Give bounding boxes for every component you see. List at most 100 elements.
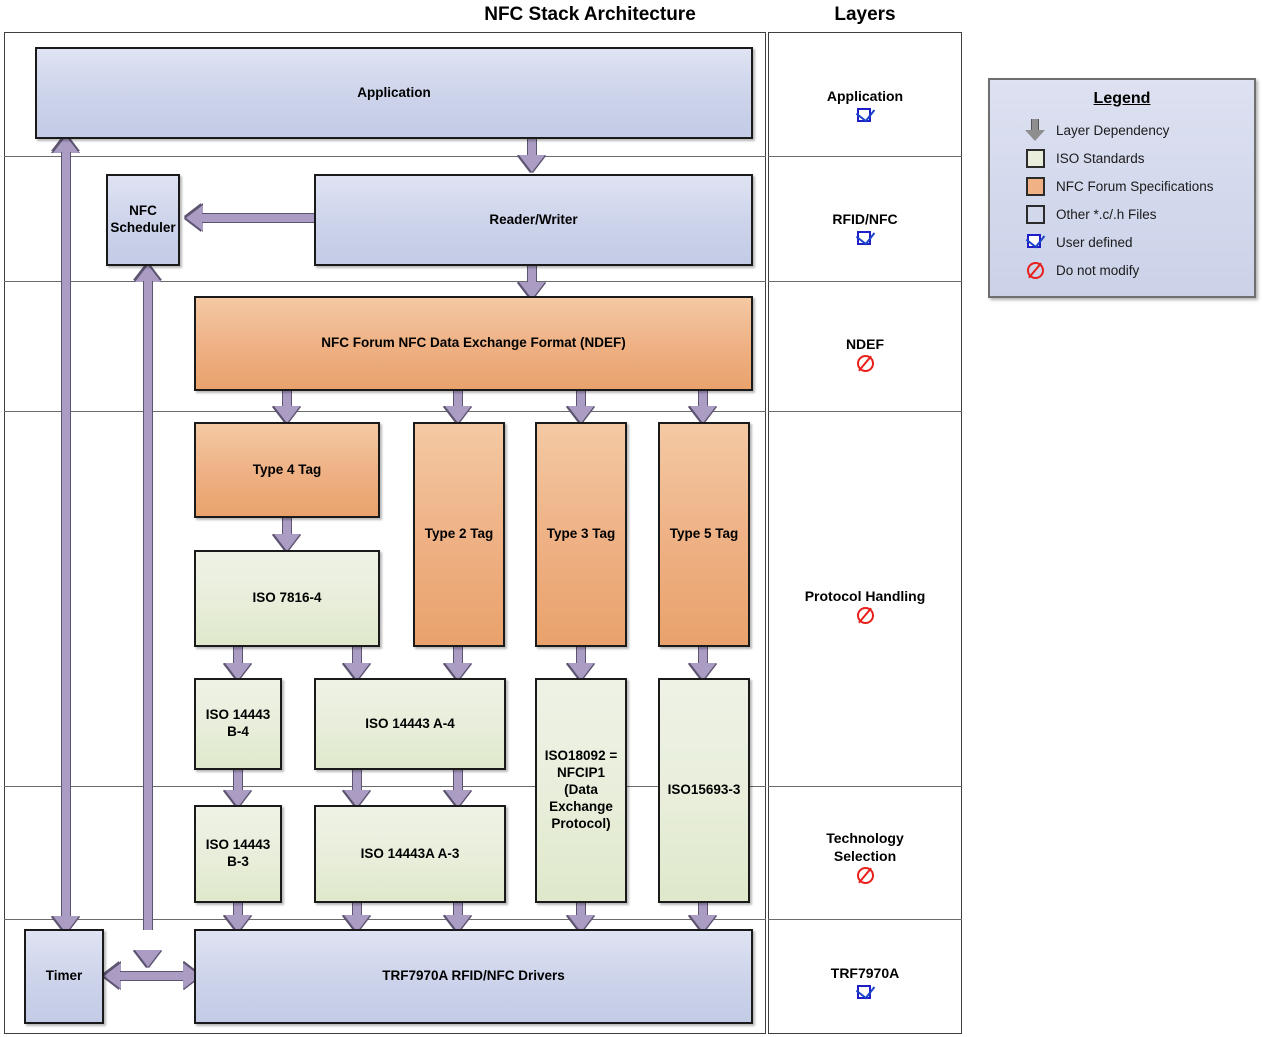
legend-item-label: User defined (1056, 234, 1133, 250)
legend-item-label: Layer Dependency (1056, 122, 1170, 138)
layer-label-trf7970a: TRF7970A (768, 965, 962, 1001)
nfc-scheduler-line2: Scheduler (110, 220, 176, 235)
arrow-iso14443b4-to-b3 (225, 768, 251, 808)
arrow-iso7816-to-iso14443b4 (225, 645, 251, 681)
iso-14443-b3-line2: B-3 (227, 854, 249, 869)
block-nfc-scheduler[interactable]: NFC Scheduler (106, 174, 180, 266)
legend-title: Legend (1093, 90, 1151, 107)
arrow-type3-to-iso18092 (568, 645, 594, 681)
iso-18092-line2: NFCIP1 (556, 765, 605, 781)
down-arrow-icon (1014, 119, 1056, 141)
arrow-timer-to-application (53, 136, 79, 926)
block-type-5-tag[interactable]: Type 5 Tag (658, 422, 750, 647)
arrow-ndef-to-type4 (274, 390, 300, 424)
layer-name: RFID/NFC (832, 211, 898, 227)
row-divider-4 (4, 786, 766, 787)
block-application[interactable]: Application (35, 47, 753, 139)
row-divider-3b (768, 411, 962, 412)
legend-item-label: Other *.c/.h Files (1056, 206, 1157, 222)
block-iso-14443-b-3[interactable]: ISO 14443 B-3 (194, 805, 282, 903)
do-not-modify-icon (856, 607, 874, 625)
iso-18092-line5: Protocol) (551, 815, 611, 831)
diagram-title: NFC Stack Architecture (484, 4, 696, 25)
arrow-iso18092-to-drivers (568, 893, 594, 933)
arrow-iso15693-to-drivers (690, 893, 716, 933)
row-divider-2 (4, 281, 766, 282)
legend-item-label: ISO Standards (1056, 150, 1145, 166)
row-divider-1b (768, 156, 962, 157)
block-timer[interactable]: Timer (24, 929, 104, 1024)
arrow-iso14443a4-to-a3-left (344, 768, 370, 808)
arrow-into-driver-bus (135, 940, 161, 970)
iso-18092-line4: Exchange (549, 798, 613, 814)
legend-item-do-not-modify: Do not modify (990, 256, 1254, 284)
layer-label-application: Application (768, 88, 962, 124)
arrow-iso7816-to-iso14443a4 (344, 645, 370, 681)
do-not-modify-icon (1014, 261, 1056, 279)
arrow-type2-to-iso14443a4 (445, 645, 471, 681)
arrow-iso14443b3-to-drivers (225, 893, 251, 933)
layers-title: Layers (834, 4, 896, 25)
row-divider-5 (4, 919, 766, 920)
legend-item-other-files: Other *.c/.h Files (990, 200, 1254, 228)
arrow-type4-to-iso7816 (274, 516, 300, 552)
row-divider-3 (4, 411, 766, 412)
arrow-ndef-to-type2 (445, 390, 471, 424)
legend-item-layer-dependency: Layer Dependency (990, 116, 1254, 144)
legend-item-label: NFC Forum Specifications (1056, 178, 1214, 194)
arrow-application-to-reader-writer (519, 139, 545, 173)
layer-label-rfid-nfc: RFID/NFC (768, 211, 962, 247)
legend-item-label: Do not modify (1056, 262, 1140, 278)
iso-18092-line3: (Data (564, 782, 598, 798)
layer-name: Application (826, 88, 904, 104)
other-files-swatch-icon (1014, 204, 1056, 224)
arrow-iso14443a3-to-drivers-left (344, 893, 370, 933)
iso-14443-b4-line2: B-4 (227, 724, 249, 739)
block-type-2-tag[interactable]: Type 2 Tag (413, 422, 505, 647)
checkbox-checked-icon (855, 225, 876, 247)
do-not-modify-icon (856, 866, 874, 884)
block-iso-14443a-a-3[interactable]: ISO 14443A A-3 (314, 805, 506, 903)
layer-name: Protocol Handling (804, 588, 926, 604)
legend-item-iso-standards: ISO Standards (990, 144, 1254, 172)
row-divider-5b (768, 919, 962, 920)
arrow-into-timer (53, 908, 79, 934)
iso-14443-b3-line1: ISO 14443 (205, 837, 271, 853)
layer-label-ndef: NDEF (768, 336, 962, 373)
arrow-ndef-to-type3 (568, 390, 594, 424)
arrow-reader-writer-to-nfc-scheduler (186, 205, 318, 231)
legend-item-user-defined: User defined (990, 228, 1254, 256)
checkbox-checked-icon (855, 102, 876, 124)
nfc-scheduler-line1: NFC (129, 203, 157, 219)
legend-panel: Legend Layer Dependency ISO Standards NF… (988, 78, 1256, 298)
block-iso-18092-nfcip1[interactable]: ISO18092 = NFCIP1 (Data Exchange Protoco… (535, 678, 627, 903)
arrow-timer-to-drivers-bidirectional (104, 963, 200, 989)
block-reader-writer[interactable]: Reader/Writer (314, 174, 753, 266)
iso-14443-b4-line1: ISO 14443 (205, 707, 271, 723)
arrow-reader-writer-to-ndef (519, 266, 545, 300)
layer-name: TRF7970A (830, 965, 900, 981)
iso-swatch-icon (1014, 148, 1056, 168)
arrow-iso14443a4-to-a3-right (445, 768, 471, 808)
legend-item-nfc-forum-specifications: NFC Forum Specifications (990, 172, 1254, 200)
nfc-forum-swatch-icon (1014, 176, 1056, 196)
block-type-4-tag[interactable]: Type 4 Tag (194, 422, 380, 518)
block-iso-14443-b-4[interactable]: ISO 14443 B-4 (194, 678, 282, 770)
block-ndef[interactable]: NFC Forum NFC Data Exchange Format (NDEF… (194, 296, 753, 391)
arrow-type5-to-iso15693 (690, 645, 716, 681)
block-iso-15693-3[interactable]: ISO15693-3 (658, 678, 750, 903)
block-iso-7816-4[interactable]: ISO 7816-4 (194, 550, 380, 647)
row-divider-2b (768, 281, 962, 282)
row-divider-1 (4, 156, 766, 157)
layer-label-protocol-handling: Protocol Handling (768, 588, 962, 625)
block-trf7970a-drivers[interactable]: TRF7970A RFID/NFC Drivers (194, 929, 753, 1024)
block-iso-14443-a-4[interactable]: ISO 14443 A-4 (314, 678, 506, 770)
iso-18092-line1: ISO18092 = (544, 748, 618, 764)
arrow-drivers-to-nfc-scheduler (135, 265, 161, 930)
row-divider-4b (768, 786, 962, 787)
layer-name: NDEF (845, 336, 885, 352)
block-type-3-tag[interactable]: Type 3 Tag (535, 422, 627, 647)
